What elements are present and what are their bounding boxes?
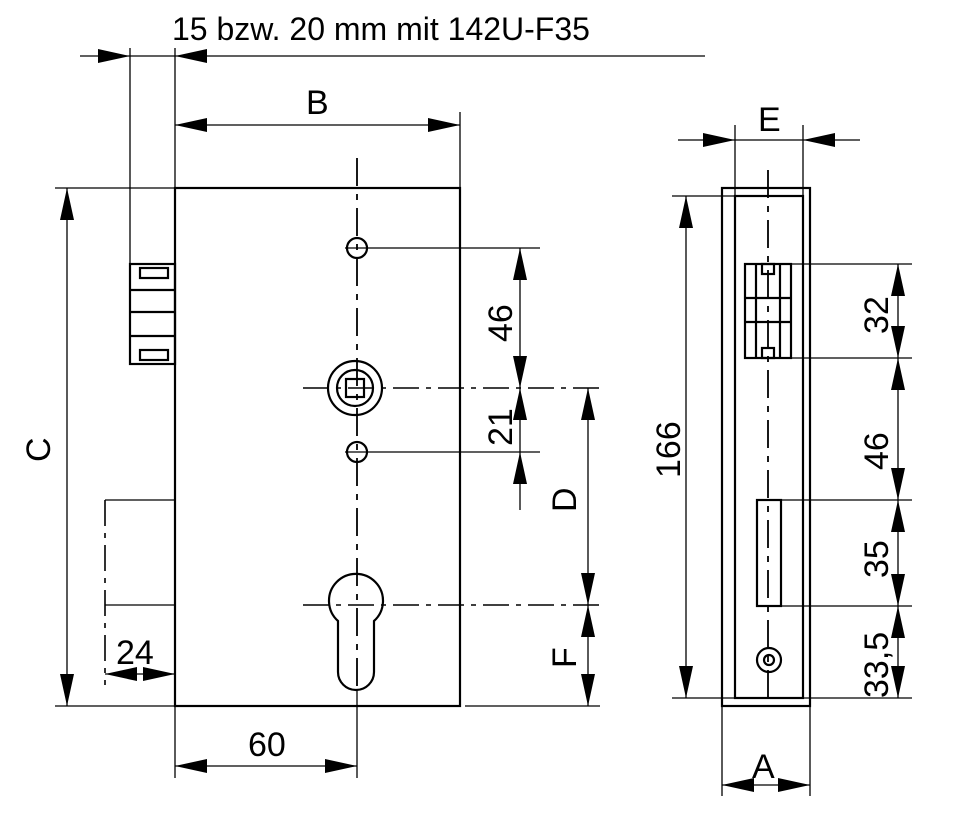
striker-outline: [104, 499, 175, 685]
dimension-a: A: [721, 706, 811, 796]
dimension-24: 24: [105, 634, 175, 681]
label-d: D: [546, 487, 584, 512]
label-21: 21: [482, 408, 520, 446]
label-b: B: [306, 84, 329, 122]
side-latch: [743, 262, 793, 360]
label-32: 32: [858, 296, 896, 334]
front-view: B C 46 21 D: [20, 84, 600, 778]
side-case-outer: [720, 186, 812, 708]
latch-bolt: [128, 262, 177, 366]
label-e: E: [758, 101, 781, 139]
dimension-c: C: [20, 187, 175, 707]
label-46-side: 46: [858, 432, 896, 470]
cylinder-profile-hole: [327, 572, 385, 692]
label-35: 35: [858, 540, 896, 578]
lock-case-body: [173, 186, 462, 708]
drawing-title: 15 bzw. 20 mm mit 142U-F35: [172, 11, 590, 47]
dimension-46-front: 46: [482, 248, 527, 388]
dimension-60: 60: [174, 690, 358, 778]
label-166: 166: [650, 421, 688, 478]
dimension-21: 21: [482, 388, 527, 510]
side-view: E A 166: [650, 101, 912, 796]
dimension-e: E: [678, 101, 860, 196]
label-24: 24: [116, 634, 154, 672]
top-thickness-dimension: [80, 48, 705, 268]
dimension-b: B: [175, 84, 461, 190]
label-c: C: [20, 437, 58, 462]
label-46-front: 46: [482, 304, 520, 342]
side-case-inner: [733, 194, 805, 700]
side-bolt: [755, 498, 783, 608]
right-dimension-chain: 32 46 35 33,5: [781, 263, 912, 699]
label-60: 60: [248, 726, 286, 764]
dimension-f: F: [465, 605, 600, 707]
label-33-5: 33,5: [858, 632, 896, 698]
dimension-d: D: [546, 388, 595, 605]
label-f: F: [546, 647, 584, 668]
dimension-166: 166: [650, 195, 735, 699]
side-cylinder: [755, 646, 783, 674]
label-a: A: [752, 748, 775, 786]
